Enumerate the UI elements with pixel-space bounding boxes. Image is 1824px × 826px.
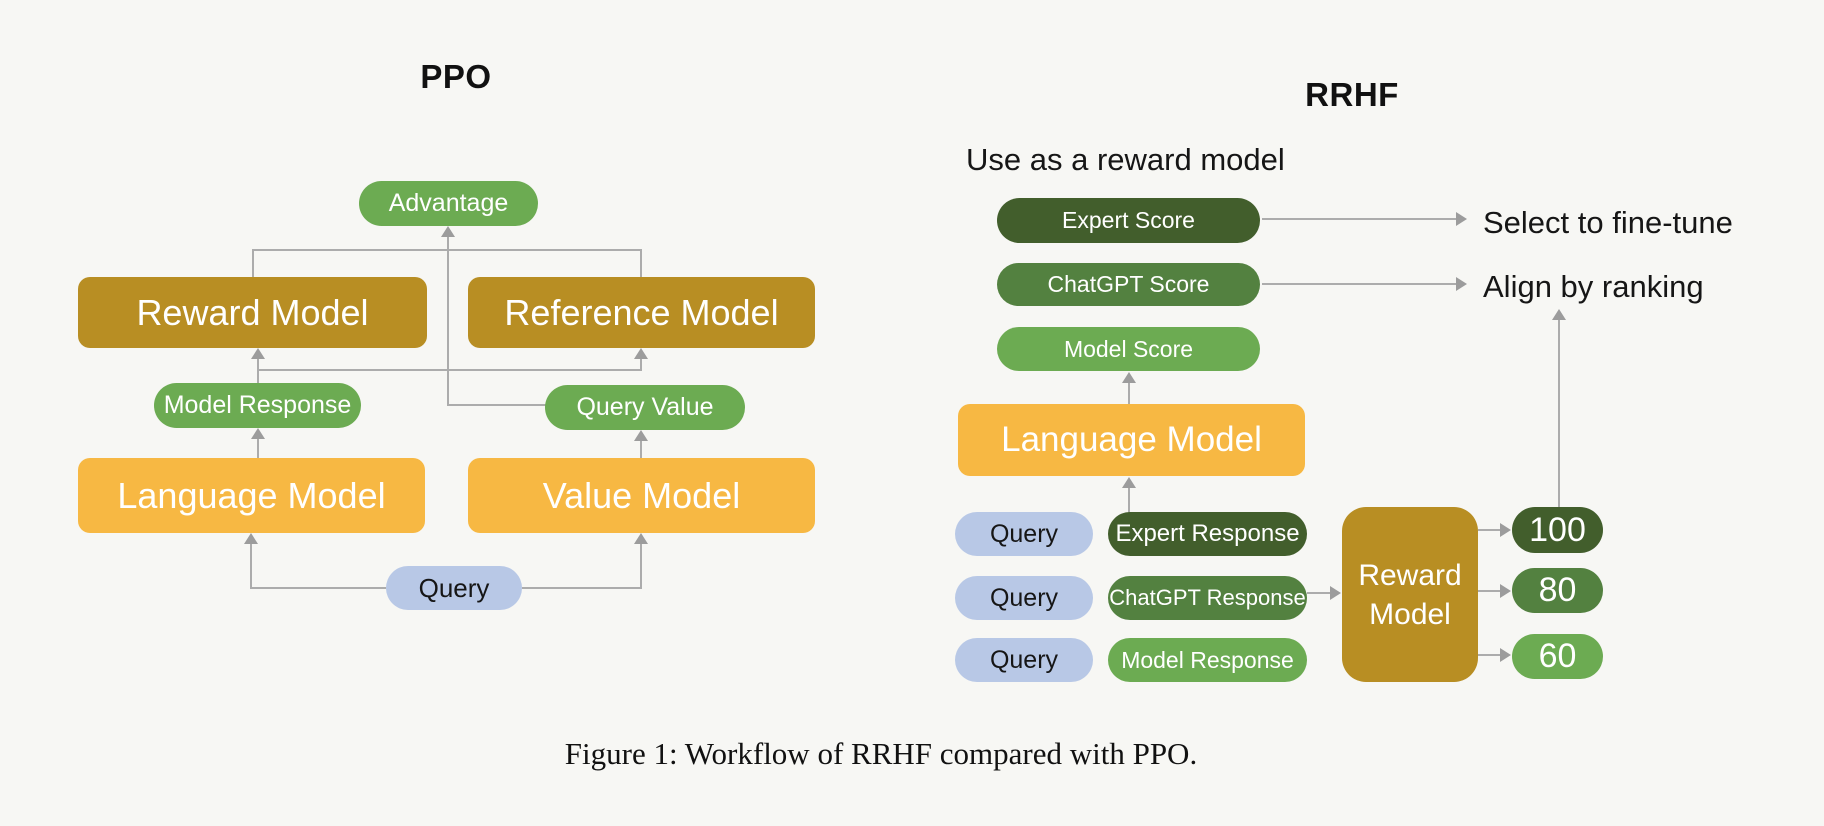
connector-reference-top xyxy=(640,250,642,277)
connector-center-vertical xyxy=(447,234,449,406)
select-finetune-label: Select to fine-tune xyxy=(1483,205,1733,240)
query-pill: Query xyxy=(386,566,522,610)
arrowhead-advantage-icon xyxy=(441,226,455,237)
arrowhead-languagemodel-icon xyxy=(244,533,258,544)
chatgpt-score-pill: ChatGPT Score xyxy=(997,263,1260,306)
use-as-reward-label: Use as a reward model xyxy=(966,142,1285,177)
connector-reward-top xyxy=(252,250,254,277)
query-value-pill: Query Value xyxy=(545,385,745,430)
connector-query-left-vertical xyxy=(250,541,252,589)
chatgpt-response-pill: ChatGPT Response xyxy=(1108,576,1307,620)
arrowhead-score2-icon xyxy=(1500,584,1511,598)
connector-reward-to-score2 xyxy=(1478,590,1501,592)
connector-chatgptscore-arrow xyxy=(1262,283,1458,285)
reward-model-box: Reward Model xyxy=(78,277,427,348)
arrowhead-score1-icon xyxy=(1500,523,1511,537)
value-model-box: Value Model xyxy=(468,458,815,533)
score-pill-100: 100 xyxy=(1512,507,1603,553)
expert-response-pill: Expert Response xyxy=(1108,512,1307,556)
connector-cross-horizontal xyxy=(257,369,642,371)
model-response-pill: Model Response xyxy=(154,383,361,428)
connector-reward-to-score3 xyxy=(1478,654,1501,656)
query-pill-row3: Query xyxy=(955,638,1093,682)
arrowhead-modelscore-icon xyxy=(1122,372,1136,383)
arrowhead-rewardmodel-icon xyxy=(1330,586,1341,600)
language-model-box: Language Model xyxy=(78,458,425,533)
connector-queryvalue-horizontal xyxy=(447,404,547,406)
arrowhead-select-finetune-icon xyxy=(1456,212,1467,226)
ppo-title: PPO xyxy=(420,58,492,95)
connector-expertresponse-to-lm xyxy=(1128,486,1130,513)
connector-query-left-horizontal xyxy=(250,587,386,589)
arrowhead-rrhf-languagemodel-icon xyxy=(1122,477,1136,488)
align-ranking-label: Align by ranking xyxy=(1483,269,1704,304)
figure-caption: Figure 1: Workflow of RRHF compared with… xyxy=(564,736,1198,771)
arrowhead-modelresponse-icon xyxy=(251,428,265,439)
rrhf-title: RRHF xyxy=(1305,76,1399,113)
rrhf-reward-model-line1: Reward xyxy=(1358,558,1462,592)
rrhf-reward-model-box: Reward Model xyxy=(1342,507,1478,682)
arrowhead-reward-icon xyxy=(251,348,265,359)
rrhf-reward-model-line2: Model xyxy=(1369,597,1451,631)
query-pill-row1: Query xyxy=(955,512,1093,556)
score-pill-80: 80 xyxy=(1512,568,1603,613)
arrowhead-align-ranking-icon xyxy=(1456,277,1467,291)
reference-model-box: Reference Model xyxy=(468,277,815,348)
query-pill-row2: Query xyxy=(955,576,1093,620)
score-pill-60: 60 xyxy=(1512,634,1603,679)
connector-query-right-horizontal xyxy=(522,587,642,589)
connector-ranking-vertical xyxy=(1558,319,1560,507)
connector-lm-to-modelscore xyxy=(1128,381,1130,404)
arrowhead-reference-icon xyxy=(634,348,648,359)
connector-modelresponse-to-reward xyxy=(257,356,259,384)
connector-lm-to-modelresponse xyxy=(257,436,259,458)
connector-reward-to-score1 xyxy=(1478,529,1501,531)
model-score-pill: Model Score xyxy=(997,327,1260,371)
model-response-pill-rrhf: Model Response xyxy=(1108,638,1307,682)
connector-expertscore-arrow xyxy=(1262,218,1458,220)
connector-to-reference-bottom xyxy=(640,356,642,371)
connector-chatgptresponse-to-reward xyxy=(1307,592,1331,594)
arrowhead-score3-icon xyxy=(1500,648,1511,662)
connector-query-right-vertical xyxy=(640,541,642,589)
arrowhead-queryvalue-icon xyxy=(634,430,648,441)
advantage-pill: Advantage xyxy=(359,181,538,226)
rrhf-language-model-box: Language Model xyxy=(958,404,1305,476)
arrowhead-ranking-icon xyxy=(1552,309,1566,320)
arrowhead-valuemodel-icon xyxy=(634,533,648,544)
connector-vm-to-queryvalue xyxy=(640,438,642,458)
expert-score-pill: Expert Score xyxy=(997,198,1260,243)
